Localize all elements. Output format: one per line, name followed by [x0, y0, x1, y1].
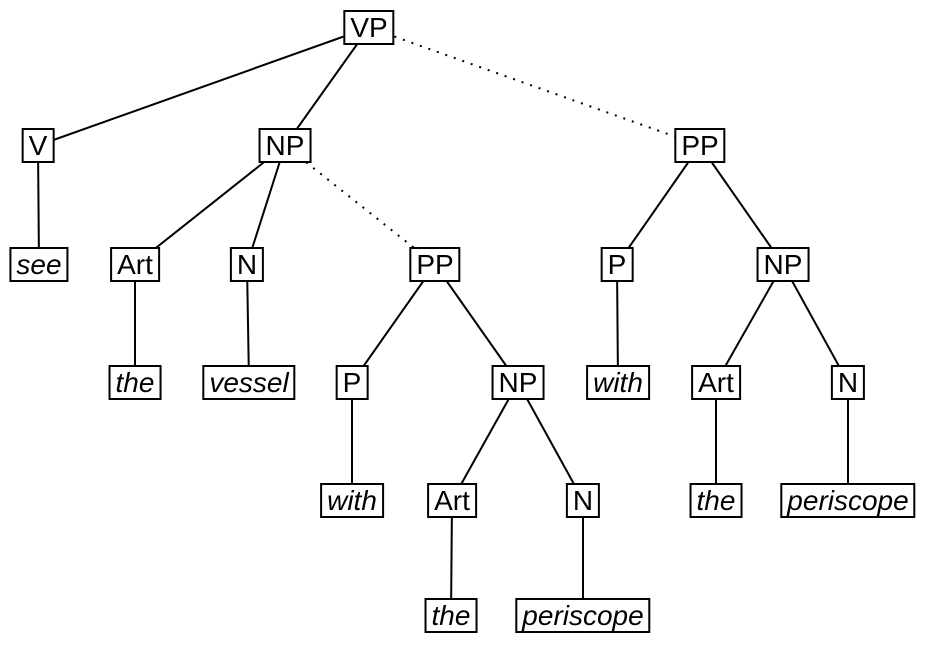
edge-art_low-the_low — [450, 500, 453, 616]
edge-np_high-n_high — [782, 264, 849, 383]
node-np-low: NP — [491, 365, 545, 400]
edge-np_low-art_low — [451, 382, 519, 501]
edge-vp-pp_high-dotted — [368, 26, 701, 147]
edge-v-see — [37, 145, 40, 265]
leaf-with-low: with — [320, 483, 384, 518]
edge-pp_low-p_low — [351, 263, 436, 384]
edge-pp_low-np_low — [434, 263, 519, 384]
edge-vp-np_object — [284, 26, 370, 147]
edge-pp_high-np_high — [699, 144, 784, 266]
edge-np_object-n_object — [246, 145, 286, 265]
leaf-the-low: the — [424, 598, 478, 633]
edge-n_object-vessel — [246, 264, 250, 383]
edge-pp_high-p_high — [616, 144, 701, 266]
leaf-periscope-high: periscope — [780, 483, 916, 518]
node-n-high: N — [830, 365, 866, 400]
node-n-object: N — [229, 247, 265, 282]
leaf-vessel: vessel — [202, 365, 296, 400]
leaf-the-high: the — [689, 483, 743, 518]
node-n-low: N — [565, 483, 601, 518]
edge-p_high-with_high — [616, 264, 619, 383]
node-pp-low-attach: PP — [409, 247, 461, 282]
node-p-low: P — [335, 365, 369, 400]
edge-np_high-art_high — [715, 264, 784, 383]
node-vp: VP — [343, 10, 395, 45]
edge-np_object-art_object — [134, 144, 286, 266]
node-art-high: Art — [691, 365, 741, 400]
node-p-high: P — [600, 247, 634, 282]
node-art-object: Art — [110, 247, 160, 282]
node-np-high: NP — [756, 247, 810, 282]
node-np-object: NP — [258, 128, 312, 163]
node-v: V — [21, 128, 55, 163]
leaf-see: see — [9, 247, 69, 282]
edge-vp-v — [37, 26, 370, 147]
node-art-low: Art — [427, 483, 477, 518]
edge-np_low-n_low — [517, 382, 584, 501]
leaf-the-object: the — [108, 365, 162, 400]
leaf-with-high: with — [586, 365, 650, 400]
node-pp-high-attach: PP — [674, 128, 726, 163]
leaf-periscope-low: periscope — [515, 598, 651, 633]
